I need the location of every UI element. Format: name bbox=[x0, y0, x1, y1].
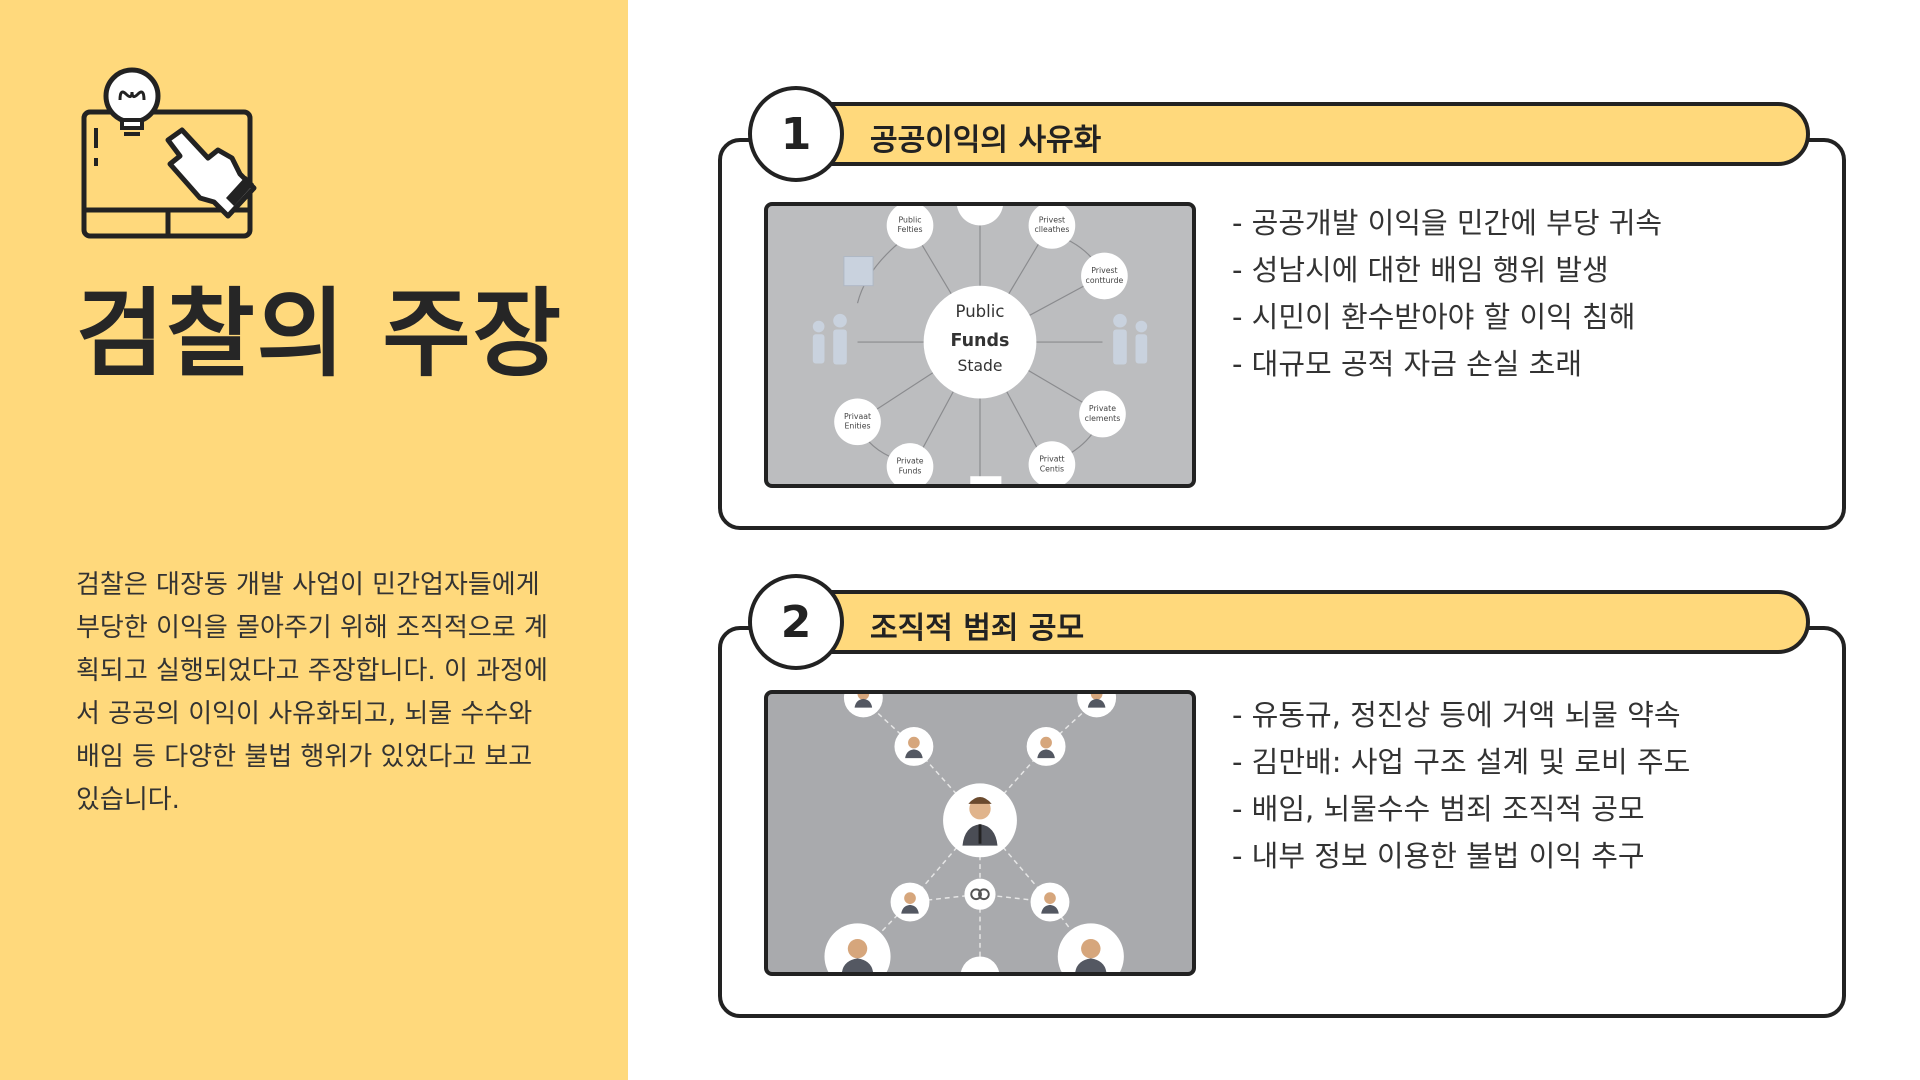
idea-touchscreen-icon bbox=[81, 67, 257, 239]
svg-text:Centis: Centis bbox=[1040, 464, 1064, 473]
card-2-header-band bbox=[780, 590, 1810, 654]
diagram-node-2: Privest bbox=[1039, 216, 1065, 225]
network-people-diagram bbox=[824, 694, 1124, 972]
diagram-center-line-2: Funds bbox=[951, 331, 1010, 351]
card-1-number: 1 bbox=[748, 86, 844, 182]
diagram-node-3: Privest bbox=[1091, 266, 1117, 275]
diagram-node-7: Privaat bbox=[844, 412, 871, 421]
card-2-title: 조직적 범죄 공모 bbox=[870, 611, 1085, 646]
svg-text:clleathes: clleathes bbox=[1034, 225, 1069, 234]
card-2-image bbox=[764, 690, 1196, 976]
diagram-center-line-1: Public bbox=[956, 302, 1005, 321]
card-1-bullet-list: - 공공개발 이익을 민간에 부당 귀속 - 성남시에 대한 배임 행위 발생 … bbox=[1232, 200, 1662, 388]
list-item: - 유동규, 정진상 등에 거액 뇌물 약속 bbox=[1232, 698, 1681, 732]
svg-text:Enities: Enities bbox=[845, 422, 871, 431]
svg-text:Funds: Funds bbox=[899, 466, 922, 475]
diagram-node-5: Privatt bbox=[1039, 455, 1064, 464]
list-item: - 공공개발 이익을 민간에 부당 귀속 bbox=[1232, 206, 1663, 240]
diagram-node-6: Private bbox=[896, 457, 923, 466]
list-item: - 김만배: 사업 구조 설계 및 로비 주도 bbox=[1232, 745, 1691, 779]
card-1-header-band bbox=[780, 102, 1810, 166]
svg-text:contturde: contturde bbox=[1086, 276, 1124, 285]
list-item: - 내부 정보 이용한 불법 이익 추구 bbox=[1232, 839, 1645, 873]
svg-text:clements: clements bbox=[1085, 414, 1121, 423]
page-title: 검찰의 주장 bbox=[76, 278, 564, 390]
list-item: - 배임, 뇌물수수 범죄 조직적 공모 bbox=[1232, 792, 1645, 826]
diagram-node-4: Private bbox=[1089, 404, 1116, 413]
card-1-title: 공공이익의 사유화 bbox=[870, 123, 1102, 158]
list-item: - 시민이 환수받아야 할 이익 침해 bbox=[1232, 300, 1636, 334]
diagram-node-1: Public bbox=[899, 216, 922, 225]
card-2-bullet-list: - 유동규, 정진상 등에 거액 뇌물 약속 - 김만배: 사업 구조 설계 및… bbox=[1232, 692, 1690, 880]
list-item: - 대규모 공적 자금 손실 초래 bbox=[1232, 347, 1583, 381]
description-text: 검찰은 대장동 개발 사업이 민간업자들에게 부당한 이익을 몰아주기 위해 조… bbox=[76, 570, 548, 815]
svg-text:Felties: Felties bbox=[898, 225, 923, 234]
left-panel: 검찰의 주장 검찰은 대장동 개발 사업이 민간업자들에게 부당한 이익을 몰아… bbox=[0, 0, 628, 1080]
card-2-number: 2 bbox=[748, 574, 844, 670]
list-item: - 성남시에 대한 배임 행위 발생 bbox=[1232, 253, 1609, 287]
person-icon bbox=[962, 797, 998, 846]
card-1-image: Public Funds Stade Public Felties Prives… bbox=[764, 202, 1196, 488]
diagram-center-line-3: Stade bbox=[958, 357, 1003, 375]
public-funds-diagram: Public Funds Stade Public Felties Prives… bbox=[812, 206, 1148, 484]
link-icon bbox=[970, 888, 990, 901]
